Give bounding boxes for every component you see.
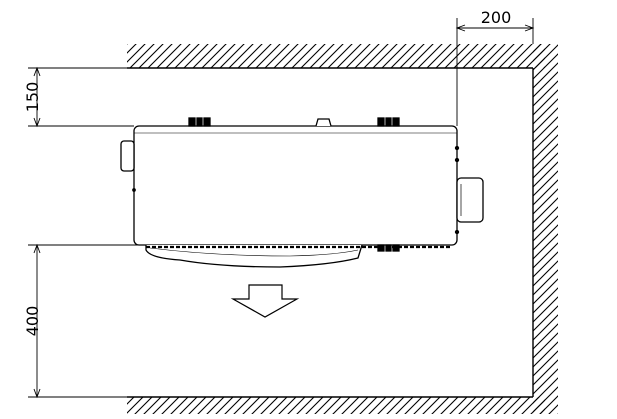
dimension-label-front-clearance: 400	[23, 306, 42, 337]
projector-left-handle	[120, 140, 135, 172]
projector-top-knobs	[188, 117, 400, 127]
projector-housing	[133, 125, 458, 246]
wall-bottom	[127, 397, 545, 414]
wall-right	[533, 44, 558, 414]
wall-structure	[127, 44, 558, 414]
wall-top	[127, 44, 545, 68]
dimension-side-clearance	[455, 18, 535, 126]
dimension-top-clearance	[28, 66, 134, 128]
dimension-label-top-clearance: 150	[23, 82, 42, 113]
projector-body	[120, 117, 484, 268]
projector-lens-housing	[145, 244, 363, 268]
projection-direction-arrow	[230, 284, 300, 318]
dimension-label-side-clearance: 200	[481, 8, 512, 27]
dimension-front-clearance	[28, 243, 146, 399]
projector-right-connector	[456, 177, 484, 223]
